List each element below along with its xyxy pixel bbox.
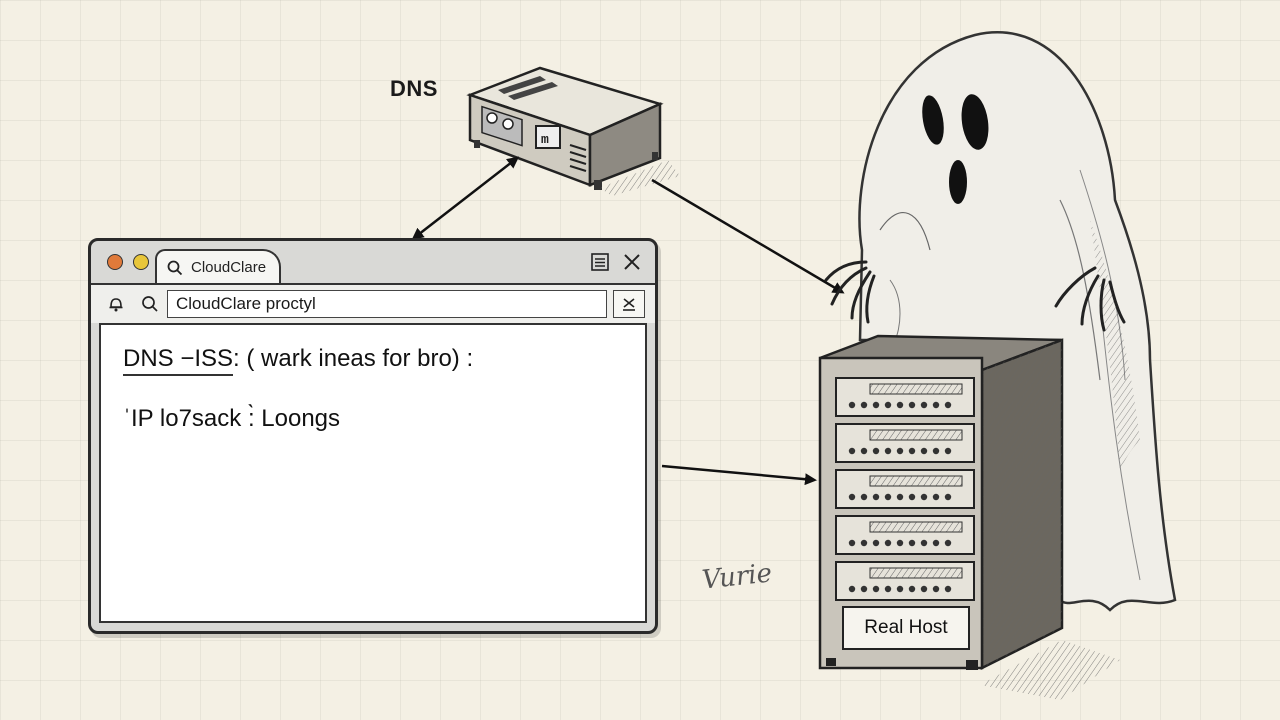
rack-unit-light [884,401,892,409]
rack-unit-light [884,585,892,593]
window-menu-button[interactable] [589,251,611,273]
page-content: DNS −ISS: ( wark ineas for bro) : ˈIP lo… [99,323,647,623]
dns-label: DNS [390,76,438,101]
rack-unit-light [932,401,940,409]
tab-cloudclare[interactable]: CloudClare [155,249,281,283]
rack-unit-light [872,539,880,547]
rack-unit-light [872,585,880,593]
ghost [824,31,1177,612]
rack-unit-light [848,585,856,593]
rack-unit-vent [869,429,963,441]
rack-unit-light [848,493,856,501]
tab-label: CloudClare [191,259,267,276]
rack-unit-light [872,493,880,501]
close-dot[interactable] [107,254,123,270]
rack-unit-light [896,585,904,593]
rack-unit-light [860,493,868,501]
rack-unit-vent [869,475,963,487]
real-host-text: Real Host [864,617,948,638]
rack-unit-light [908,447,916,455]
real-host-label: Real Host [842,606,970,650]
arrow-dns-browser [411,156,520,240]
arrow-browser-server [661,464,817,486]
arrow-dns-ghost [651,178,845,294]
rack-unit-light [860,447,868,455]
rack-unit-light [932,539,940,547]
rack-unit-light [896,493,904,501]
rack-unit-light [872,447,880,455]
rack-unit-light [896,539,904,547]
dns-status-line: DNS −ISS: ( wark ineas for bro) : [123,345,474,376]
dns-status-text: : ( wark ineas for bro) : [233,345,474,372]
minimize-dot[interactable] [133,254,149,270]
server-units [835,377,975,601]
rack-unit-vent [869,383,963,395]
rack-unit-light [920,493,928,501]
address-clear-button[interactable] [613,290,645,318]
ip-lookup-line: ˈIP lo7sack :̀ Loongs [123,405,341,432]
rack-unit-light [920,401,928,409]
close-icon [624,254,640,270]
rack-unit-light [944,447,952,455]
rack-unit-light [884,539,892,547]
rack-unit-light [944,493,952,501]
rack-unit-light [860,401,868,409]
search-icon[interactable] [141,295,159,313]
rack-unit-light [920,585,928,593]
rack-unit-light [860,585,868,593]
rack-unit-light [884,493,892,501]
rack-unit-light [860,539,868,547]
dns-device: m [466,66,680,196]
rack-unit-light [908,401,916,409]
rack-unit-vent [869,521,963,533]
rack-unit-light [908,539,916,547]
tab-bar: CloudClare [91,241,655,283]
address-bar[interactable] [167,290,607,318]
rack-unit-light [848,447,856,455]
search-icon [167,260,183,276]
rack-unit-light [944,401,952,409]
rack-unit-light [920,539,928,547]
rack-unit-light [932,493,940,501]
bell-icon[interactable] [107,295,125,313]
svg-text:m: m [541,132,549,147]
rack-unit-light [908,585,916,593]
rack-unit-light [932,447,940,455]
clear-icon [623,298,635,311]
rack-unit-vent [869,567,963,579]
rack-unit-light [896,401,904,409]
rack-unit-light [920,447,928,455]
rack-unit-light [848,401,856,409]
rack-unit-light [884,447,892,455]
rack-unit-light [944,585,952,593]
rack-unit-light [944,539,952,547]
rack-unit-light [896,447,904,455]
dns-status-heading: DNS −ISS [123,345,234,376]
menu-icon [591,253,609,271]
rack-unit-light [872,401,880,409]
window-close-button[interactable] [621,251,643,273]
browser-window: CloudClare [88,238,658,634]
rack-unit-light [848,539,856,547]
rack-unit-light [908,493,916,501]
rack-unit-light [932,585,940,593]
toolbar [91,283,655,323]
